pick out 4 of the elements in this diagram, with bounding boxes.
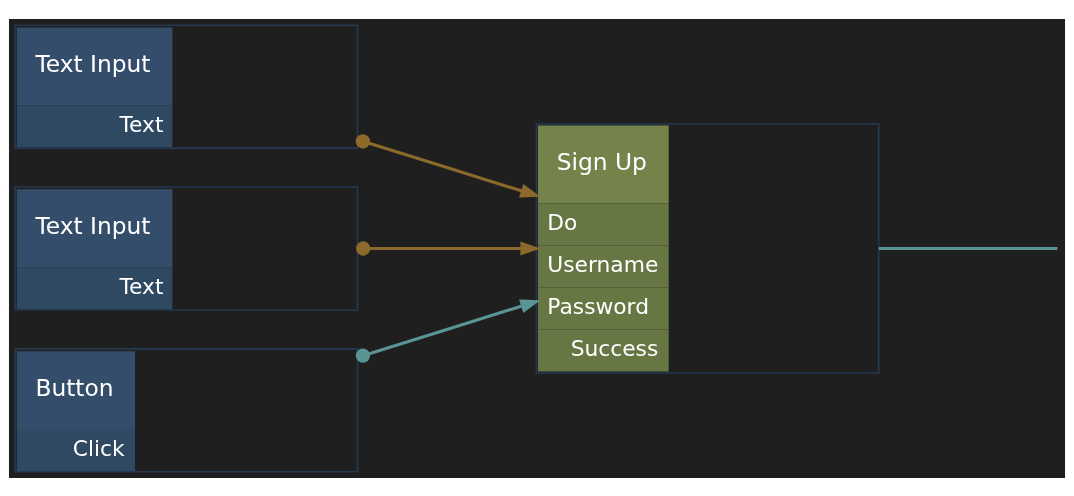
arrow: [356, 240, 541, 256]
arrow: [355, 299, 541, 363]
arrow: [355, 133, 541, 197]
connector: [878, 246, 1058, 250]
